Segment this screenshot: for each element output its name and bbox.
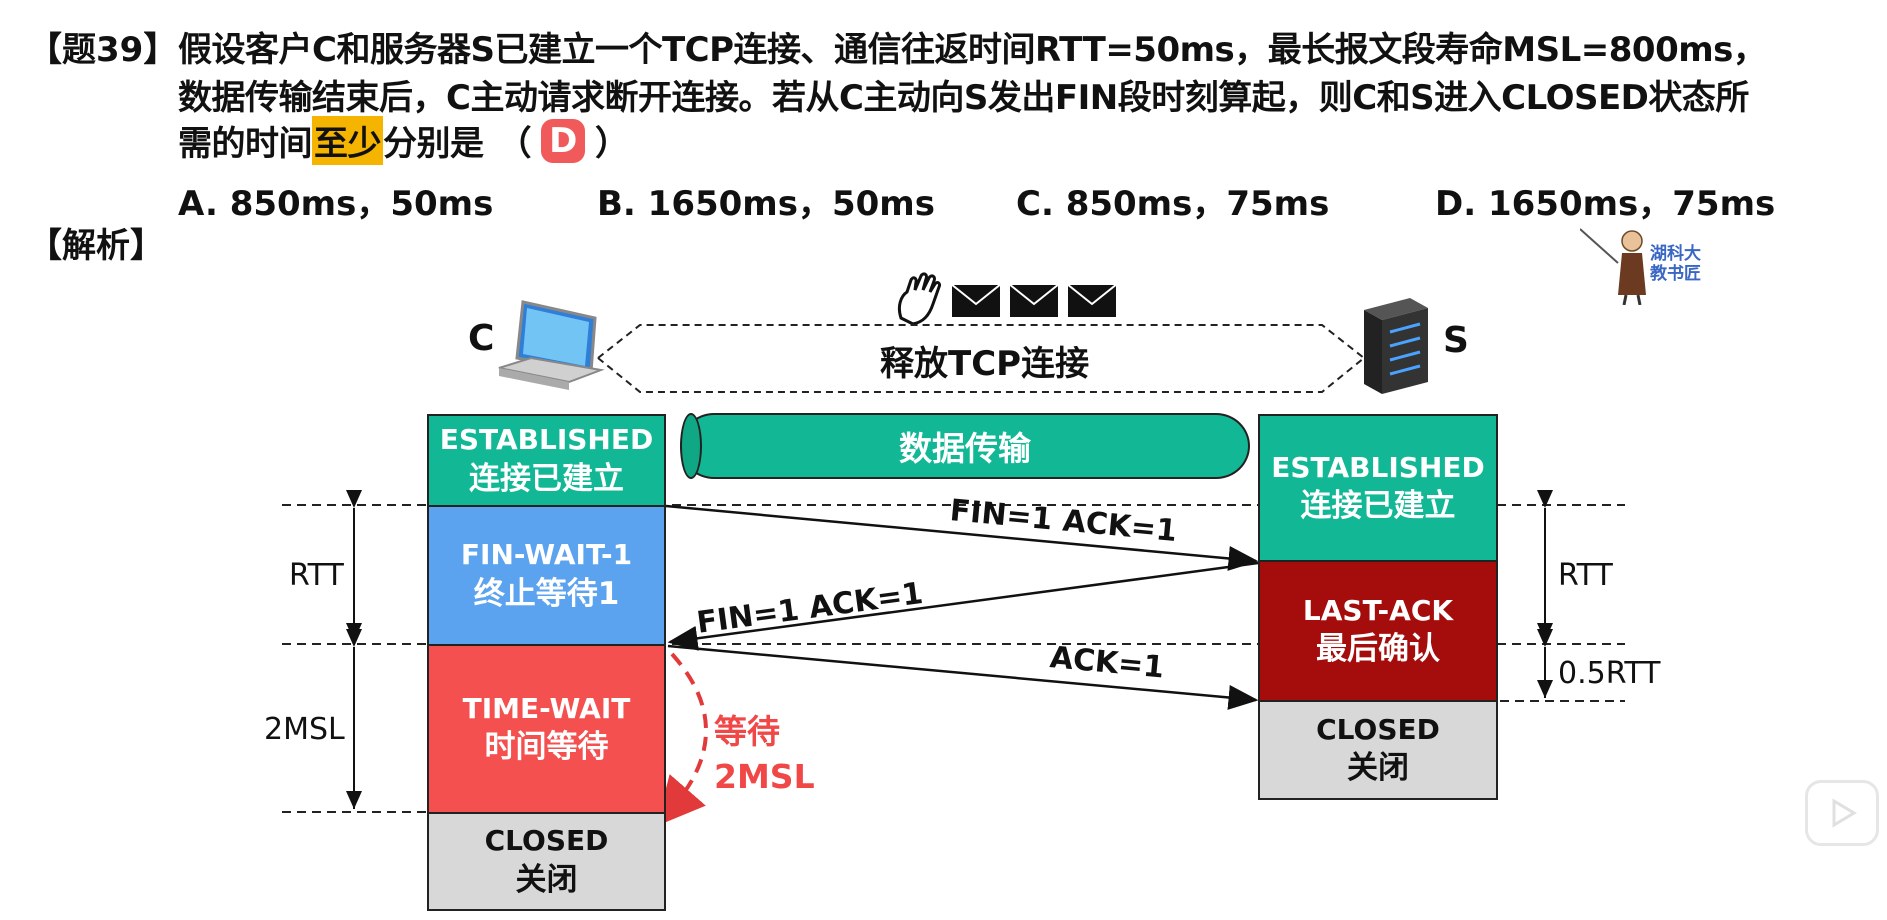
right-half-rtt-label: 0.5RTT — [1558, 656, 1661, 691]
state-en: LAST-ACK — [1302, 593, 1454, 627]
question-line-2: 数据传输结束后，C主动请求断开连接。若从C主动向S发出FIN段时刻算起，则C和S… — [178, 78, 1749, 118]
play-button[interactable] — [1805, 780, 1879, 846]
teacher-icon — [1580, 228, 1646, 305]
highlight-at-least: 至少 — [312, 116, 383, 165]
wait-curve-arrow — [656, 652, 708, 827]
client-state-time-wait: TIME-WAIT 时间等待 — [427, 644, 666, 814]
state-en: ESTABLISHED — [1271, 450, 1485, 484]
option-c: C. 850ms，75ms — [1016, 184, 1330, 224]
client-state-established: ESTABLISHED 连接已建立 — [427, 414, 666, 507]
fin-server-arrow — [667, 561, 1259, 651]
state-en: TIME-WAIT — [462, 691, 631, 725]
state-cn: 终止等待1 — [473, 575, 620, 612]
paren-close: ） — [595, 124, 629, 164]
question-line-3: 需的时间至少分别是 （ D ） — [178, 116, 629, 165]
state-cn: 时间等待 — [484, 729, 609, 766]
answer-badge: D — [541, 118, 585, 163]
state-en: CLOSED — [1316, 712, 1440, 746]
server-icon — [1364, 298, 1428, 394]
state-en: ESTABLISHED — [439, 423, 654, 457]
wave-envelopes-icon — [897, 272, 1118, 326]
state-cn: 关闭 — [1347, 750, 1409, 787]
left-rtt-label: RTT — [289, 558, 344, 593]
server-state-closed: CLOSED 关闭 — [1258, 700, 1498, 800]
server-state-last-ack: LAST-ACK 最后确认 — [1258, 560, 1498, 702]
client-state-fin-wait-1: FIN-WAIT-1 终止等待1 — [427, 505, 666, 646]
state-en: CLOSED — [484, 824, 609, 858]
laptop-icon — [498, 300, 605, 390]
wait-label-line-2: 2MSL — [714, 756, 815, 796]
state-cn: 连接已建立 — [1300, 488, 1456, 525]
option-b: B. 1650ms，50ms — [597, 184, 935, 224]
play-icon — [1832, 798, 1857, 828]
question-line-3-text: 需的时间 — [178, 124, 313, 164]
data-transfer-pipe: 数据传输 — [680, 413, 1250, 479]
server-state-established: ESTABLISHED 连接已建立 — [1258, 414, 1498, 562]
option-d: D. 1650ms，75ms — [1435, 184, 1776, 224]
analysis-label: 【解析】 — [28, 226, 164, 266]
question-line-3-tail: 分别是 — [383, 124, 484, 164]
server-label: S — [1443, 320, 1469, 361]
wait-2msl-label: 等待 2MSL — [714, 710, 815, 799]
state-en: FIN-WAIT-1 — [460, 538, 633, 572]
state-cn: 关闭 — [515, 861, 578, 898]
state-cn: 连接已建立 — [469, 460, 624, 497]
release-label: 释放TCP连接 — [880, 344, 1090, 384]
client-state-closed: CLOSED 关闭 — [427, 812, 666, 911]
right-rtt-label: RTT — [1558, 558, 1613, 593]
state-cn: 最后确认 — [1316, 631, 1440, 668]
data-transfer-label: 数据传输 — [899, 429, 1031, 468]
option-a: A. 850ms，50ms — [178, 184, 494, 224]
wait-label-line-1: 等待 — [714, 712, 780, 751]
question-number: 【题39】 — [28, 30, 178, 70]
watermark-line-2: 教书匠 — [1650, 264, 1701, 285]
watermark-line-1: 湖科大 — [1650, 244, 1701, 264]
client-label: C — [468, 318, 495, 359]
watermark-label: 湖科大 教书匠 — [1650, 244, 1701, 285]
fin-client-arrow — [665, 504, 1259, 571]
release-arrow — [597, 324, 1365, 393]
question-line-1: 假设客户C和服务器S已建立一个TCP连接、通信往返时间RTT=50ms，最长报文… — [178, 30, 1767, 70]
paren-open: （ — [497, 124, 532, 164]
ack-final-arrow — [667, 644, 1259, 710]
left-2msl-label: 2MSL — [264, 712, 345, 747]
